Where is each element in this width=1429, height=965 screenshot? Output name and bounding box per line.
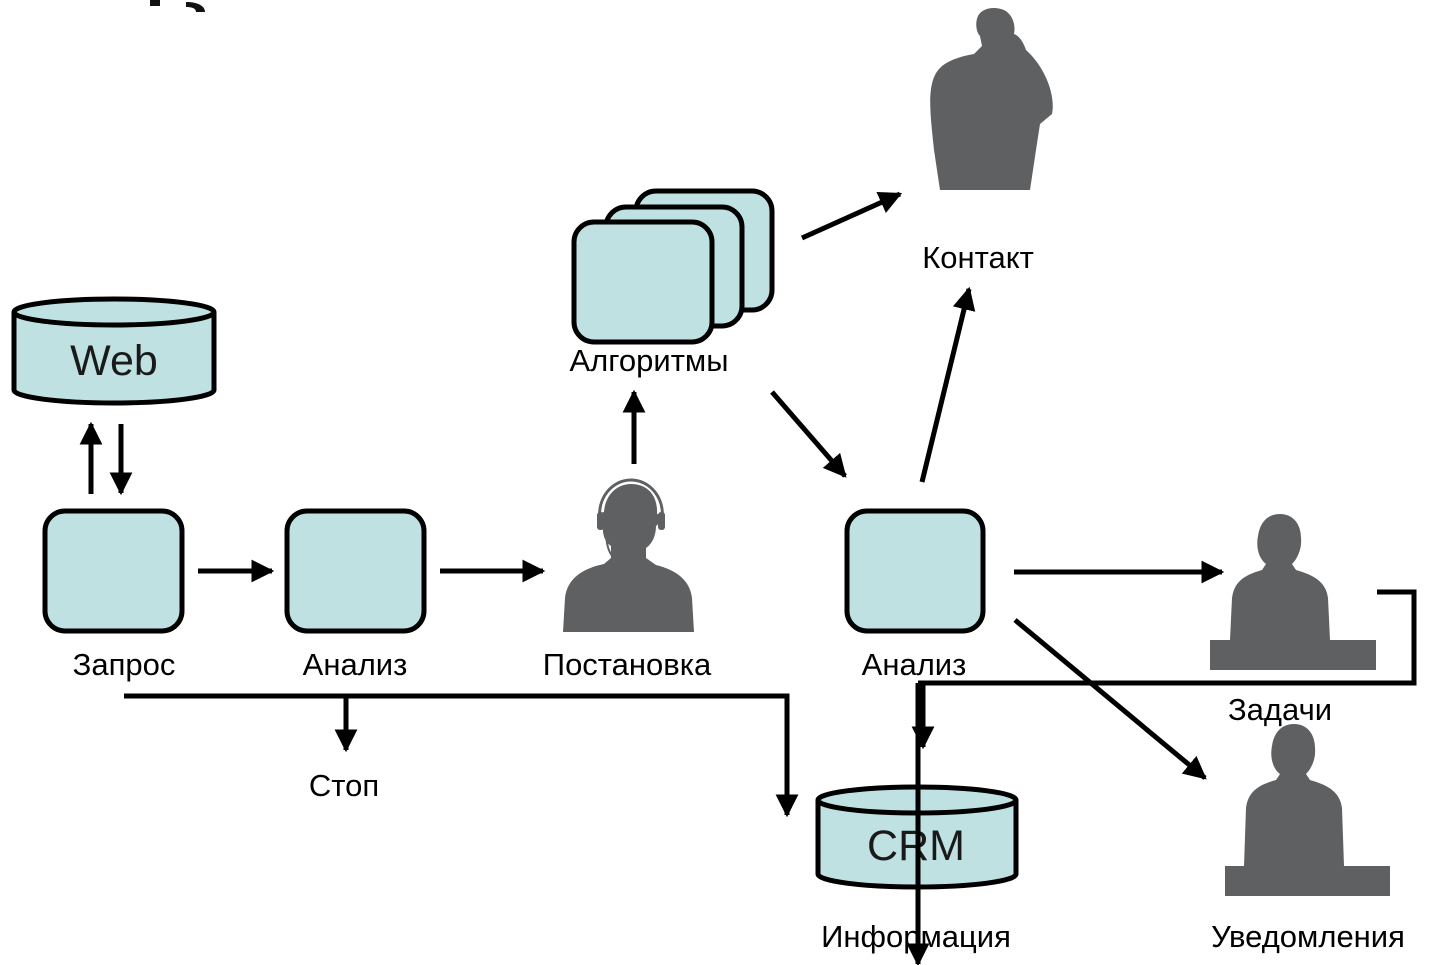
request-node: Запрос <box>42 508 185 682</box>
analysis1-label: Анализ <box>303 647 408 682</box>
notifications-label: Уведомления <box>1211 919 1405 954</box>
notifications-node: Уведомления <box>1211 724 1405 954</box>
tasks-person-at-desk-icon <box>1210 514 1376 670</box>
algorithms-node: Алгоритмы <box>570 188 775 378</box>
stop-label: Стоп <box>309 768 379 803</box>
contact-label: Контакт <box>922 240 1034 275</box>
web-database: Web <box>11 296 217 406</box>
line-tasks-feedback <box>918 589 1417 686</box>
request-label: Запрос <box>73 647 176 682</box>
analysis2-label: Анализ <box>862 647 967 682</box>
arrow-analysis2-to-contact <box>919 286 976 483</box>
statement-node: Постановка <box>543 478 712 682</box>
contact-node: Контакт <box>922 8 1053 275</box>
arrow-analysis2-to-notifications <box>1013 618 1207 780</box>
notifications-person-at-desk-icon <box>1225 724 1390 896</box>
cropped-heading-glyph <box>150 0 205 12</box>
line-request-to-crm <box>124 693 799 818</box>
tasks-label: Задачи <box>1228 692 1332 727</box>
arrow-algorithms-to-contact <box>800 191 903 241</box>
statement-label: Постановка <box>543 647 712 682</box>
analysis1-node: Анализ <box>284 508 427 682</box>
arrow-algorithms-to-analysis2 <box>770 390 847 478</box>
operator-headset-icon <box>563 478 694 632</box>
person-phone-icon <box>930 8 1053 190</box>
web-database-title: Web <box>70 337 158 385</box>
tasks-node: Задачи <box>1210 514 1376 727</box>
algorithms-label: Алгоритмы <box>570 343 729 378</box>
analysis2-node: Анализ <box>844 508 986 682</box>
